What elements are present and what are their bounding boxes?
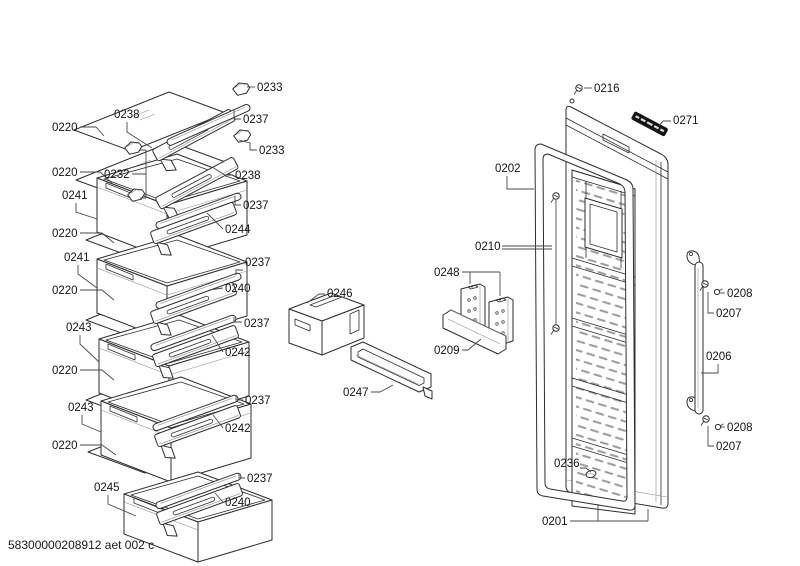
callout-0220-6: 0220 [52,440,78,452]
callout-0220-1: 0220 [52,122,78,134]
callout-0206: 0206 [706,351,732,363]
callout-0242-1: 0242 [225,347,251,359]
callout-0238-2: 0238 [235,170,261,182]
callout-0248: 0248 [434,267,460,279]
callout-0237-2: 0237 [243,200,269,212]
callout-0237-3: 0237 [245,257,271,269]
callout-0232: 0232 [104,169,130,181]
callout-0220-2: 0220 [52,167,78,179]
ice-twister [288,292,365,356]
callout-0237-5: 0237 [245,395,271,407]
callout-0241-2: 0241 [64,252,90,264]
callout-0240-2: 0240 [225,497,251,509]
door-fixing-screw-1 [550,192,560,203]
callout-0237-1: 0237 [243,114,269,126]
callout-0244: 0244 [225,224,251,236]
hinge-pin [573,84,583,95]
ice-twister-tray [350,341,433,400]
callout-leaders [75,86,725,522]
callout-0208-2: 0208 [727,422,753,434]
callout-0242-2: 0242 [225,423,251,435]
door-handle [686,250,704,415]
inner-door-liner [571,169,636,515]
callout-0241-1: 0241 [62,190,88,202]
glass-shelf-1 [73,91,227,152]
callout-0208-1: 0208 [727,288,753,300]
brand-logo-icon [631,111,668,137]
document-code: 58300000208912 aet 002 c [8,538,154,552]
callout-0233-1: 0233 [257,82,283,94]
callout-0237-6: 0237 [247,473,273,485]
callout-0209: 0209 [434,345,460,357]
callout-0202: 0202 [495,163,521,175]
door-gasket [534,143,636,511]
callout-0271: 0271 [673,115,699,127]
callout-0216: 0216 [594,83,620,95]
callout-0240-1: 0240 [225,283,251,295]
door-fixing-screw-2 [550,324,560,335]
callout-0207-1: 0207 [716,308,742,320]
tray-holder [442,309,507,355]
callout-0238-1: 0238 [114,109,140,121]
callout-0220-4: 0220 [52,285,78,297]
callout-labels: 0220 0220 0220 0220 0220 0220 0238 0238 … [8,82,753,552]
callout-0237-4: 0237 [244,318,270,330]
cover-plug [585,469,597,479]
rail-clip-0233-1 [231,81,252,97]
callout-0201: 0201 [542,516,568,528]
callout-0207-2: 0207 [716,441,742,453]
handle-screw-2 [700,415,710,426]
callout-0233-2: 0233 [259,145,285,157]
callout-0220-3: 0220 [52,228,78,240]
callout-0210: 0210 [475,241,501,253]
callout-0247: 0247 [343,387,369,399]
door-assembly [534,84,724,515]
screw-cover-1 [713,288,723,296]
callout-0243-2: 0243 [68,402,94,414]
callout-0245: 0245 [94,482,120,494]
accessories [288,283,514,400]
callout-0246: 0246 [327,288,353,300]
callout-0220-5: 0220 [52,365,78,377]
callout-0243-1: 0243 [66,322,92,334]
callout-0236: 0236 [554,458,580,470]
